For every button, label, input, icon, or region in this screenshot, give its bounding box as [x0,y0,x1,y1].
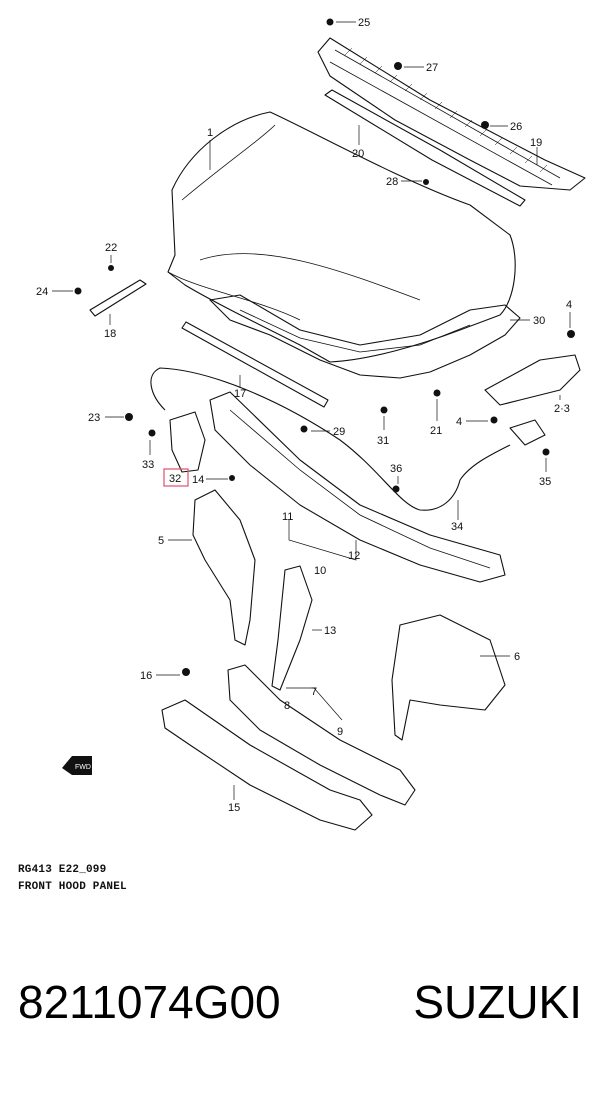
highlight-box [163,468,189,487]
parts-diagram: FWD 25 27 [36,17,586,831]
callout-6: 6 [514,651,520,663]
callout-labels: 25 27 26 19 20 1 28 22 24 18 30 4 17 23 … [36,17,572,814]
part-number: 8211074G00 [18,976,281,1028]
callout-22: 22 [105,242,117,254]
callout-31: 31 [377,435,389,447]
callout-36: 36 [390,463,402,475]
callout-13: 13 [324,625,336,637]
callout-18: 18 [104,328,116,340]
callout-4b: 4 [456,416,462,428]
callout-10: 10 [314,565,326,577]
callout-2-3: 2·3 [554,403,570,415]
part-cowl-seal [324,89,526,207]
part-center-brace [271,565,313,691]
part-hood-hinge [484,354,581,406]
callout-11: 11 [282,511,293,523]
callout-20: 20 [352,148,364,160]
callout-4a: 4 [566,299,572,311]
part-hood-insulator [209,294,521,379]
part-cowl-garnish [317,37,586,191]
callout-1: 1 [207,127,213,139]
callout-15: 15 [228,802,240,814]
callout-25: 25 [358,17,370,29]
part-release-cable [150,367,511,511]
callout-28: 28 [386,176,398,188]
part-lower-support [227,664,416,806]
part-hood-lock [169,411,206,473]
fwd-label: FWD [75,764,91,771]
fasteners [74,18,575,676]
callout-5: 5 [158,535,164,547]
callout-7: 7 [311,686,317,698]
leader-lines [52,21,571,800]
callout-30: 30 [533,315,545,327]
fwd-arrow: FWD [62,756,92,775]
callout-29: 29 [333,426,345,438]
callout-8: 8 [284,700,290,712]
part-side-member-right [391,614,506,741]
callout-27: 27 [426,62,438,74]
callout-33: 33 [142,459,154,471]
callout-19: 19 [530,137,542,149]
diagram-title: FRONT HOOD PANEL [18,881,127,893]
part-hood-front-seal [181,321,329,408]
callout-35: 35 [539,476,551,488]
callout-16: 16 [140,670,152,682]
part-side-member-left [192,489,256,646]
callout-23: 23 [88,412,100,424]
callout-32: 32 [169,473,181,485]
part-upper-support [209,391,506,583]
callout-24: 24 [36,286,48,298]
callout-14: 14 [192,474,204,486]
diagram-code: RG413 E22_099 [18,864,107,876]
part-hood-support-rod [89,279,147,317]
callout-17: 17 [234,388,246,400]
part-release-handle [509,419,546,446]
part-hood-panel [167,111,516,363]
part-bumper-reinforcement [161,699,373,831]
callout-9: 9 [337,726,343,738]
callout-21: 21 [430,425,442,437]
callout-26: 26 [510,121,522,133]
callout-12: 12 [348,550,360,562]
callout-34: 34 [451,521,463,533]
brand-name: SUZUKI [413,976,582,1028]
